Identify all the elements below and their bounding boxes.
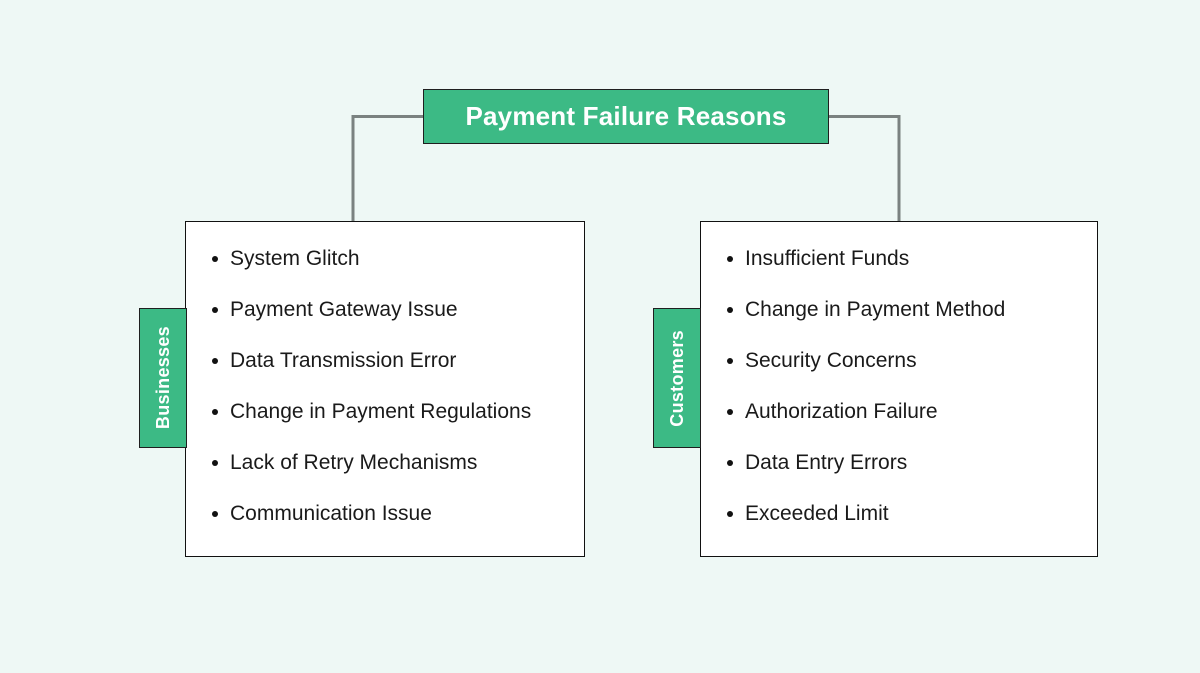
list-item: Data Transmission Error bbox=[186, 350, 584, 371]
bullet-icon bbox=[727, 510, 733, 517]
bullet-icon bbox=[212, 459, 218, 466]
list-item-label: Communication Issue bbox=[230, 502, 432, 525]
branch-list-businesses: System Glitch Payment Gateway Issue Data… bbox=[186, 222, 584, 524]
bullet-icon bbox=[727, 408, 733, 415]
list-item-label: Exceeded Limit bbox=[745, 502, 889, 525]
root-node: Payment Failure Reasons bbox=[423, 89, 829, 144]
bullet-icon bbox=[727, 459, 733, 466]
bullet-icon bbox=[212, 255, 218, 262]
list-item: Payment Gateway Issue bbox=[186, 299, 584, 320]
bullet-icon bbox=[212, 408, 218, 415]
list-item-label: Change in Payment Regulations bbox=[230, 400, 532, 423]
branch-panel-businesses: System Glitch Payment Gateway Issue Data… bbox=[185, 221, 585, 557]
list-item: Authorization Failure bbox=[701, 401, 1097, 422]
list-item: Insufficient Funds bbox=[701, 248, 1097, 269]
list-item: Communication Issue bbox=[186, 503, 584, 524]
list-item: Data Entry Errors bbox=[701, 452, 1097, 473]
bullet-icon bbox=[727, 357, 733, 364]
list-item: Change in Payment Regulations bbox=[186, 401, 584, 422]
list-item-label: Payment Gateway Issue bbox=[230, 298, 458, 321]
list-item: Lack of Retry Mechanisms bbox=[186, 452, 584, 473]
page-title: Payment Failure Reasons bbox=[465, 101, 787, 131]
list-item-label: Insufficient Funds bbox=[745, 247, 910, 270]
list-item-label: Change in Payment Method bbox=[745, 298, 1006, 321]
list-item-label: Data Transmission Error bbox=[230, 349, 457, 372]
list-item: System Glitch bbox=[186, 248, 584, 269]
list-item: Security Concerns bbox=[701, 350, 1097, 371]
category-tab-label: Customers bbox=[666, 329, 687, 427]
category-tab-businesses: Businesses bbox=[139, 308, 187, 448]
connector-right bbox=[829, 115, 901, 221]
connector-left bbox=[351, 115, 423, 221]
bullet-icon bbox=[212, 357, 218, 364]
list-item: Exceeded Limit bbox=[701, 503, 1097, 524]
bullet-icon bbox=[727, 255, 733, 262]
category-tab-customers: Customers bbox=[653, 308, 701, 448]
list-item-label: Authorization Failure bbox=[745, 400, 938, 423]
bullet-icon bbox=[727, 306, 733, 313]
list-item: Change in Payment Method bbox=[701, 299, 1097, 320]
bullet-icon bbox=[212, 306, 218, 313]
list-item-label: System Glitch bbox=[230, 247, 360, 270]
list-item-label: Security Concerns bbox=[745, 349, 917, 372]
bullet-icon bbox=[212, 510, 218, 517]
list-item-label: Lack of Retry Mechanisms bbox=[230, 451, 478, 474]
list-item-label: Data Entry Errors bbox=[745, 451, 908, 474]
branch-list-customers: Insufficient Funds Change in Payment Met… bbox=[701, 222, 1097, 524]
branch-panel-customers: Insufficient Funds Change in Payment Met… bbox=[700, 221, 1098, 557]
category-tab-label: Businesses bbox=[152, 326, 173, 430]
